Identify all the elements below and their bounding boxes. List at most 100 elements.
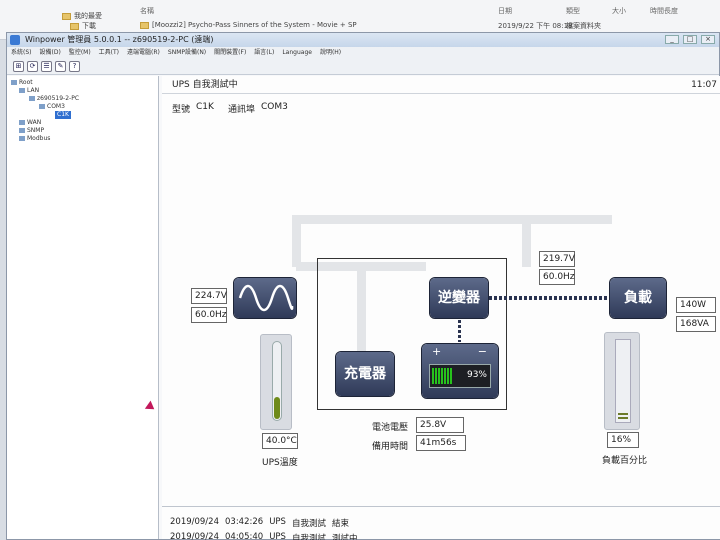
inverter-label: 逆變器 bbox=[438, 290, 480, 306]
maximize-button[interactable]: □ bbox=[683, 35, 697, 44]
battery-voltage-value: 25.8V bbox=[416, 417, 464, 433]
title-bar[interactable]: Winpower 管理員 5.0.0.1 -- z690519-2-PC (遠端… bbox=[7, 33, 719, 47]
col-header-size[interactable]: 大小 bbox=[612, 7, 626, 15]
window-title: Winpower 管理員 5.0.0.1 -- z690519-2-PC (遠端… bbox=[25, 35, 214, 44]
ups-status-pane: UPS 自我測試中 11:07 型號 C1K 通訊埠 COM3 224.7V 6… bbox=[162, 76, 720, 540]
battery-percent: 93% bbox=[466, 370, 487, 380]
output-voltage: 219.7V bbox=[539, 251, 575, 267]
battery-voltage-label: 電池電壓 bbox=[372, 423, 409, 433]
star-icon bbox=[62, 12, 71, 20]
tree-item-snmp[interactable]: SNMP bbox=[19, 127, 44, 135]
thermometer-tube bbox=[272, 341, 282, 421]
col-header-duration[interactable]: 時間長度 bbox=[650, 7, 678, 15]
tree-item-lan[interactable]: LAN bbox=[19, 87, 39, 95]
load-va: 168VA bbox=[676, 316, 716, 332]
network-icon bbox=[19, 136, 25, 141]
bypass-line-left bbox=[292, 215, 301, 267]
battery-bar-segment bbox=[450, 368, 452, 384]
load-watts: 140W bbox=[676, 297, 716, 313]
load-gauge-fill bbox=[618, 413, 628, 421]
col-header-name[interactable]: 名稱 bbox=[140, 7, 154, 15]
tree-item-ups[interactable]: C1K bbox=[55, 111, 71, 119]
temperature-gauge bbox=[260, 334, 292, 430]
menu-language-zh[interactable]: 語言(L) bbox=[254, 49, 275, 56]
device-tree: Root LAN z690519-2-PC COM3 C1K WAN SNMP … bbox=[7, 76, 159, 539]
help-icon[interactable]: ? bbox=[69, 61, 80, 72]
battery-plus-terminal: + bbox=[432, 345, 442, 358]
tree-item-wan[interactable]: WAN bbox=[19, 119, 41, 127]
battery-bar-segment bbox=[447, 368, 449, 384]
input-voltage: 224.7V bbox=[191, 288, 227, 304]
menu-device[interactable]: 設備(D) bbox=[39, 49, 61, 56]
battery-level-bars bbox=[432, 368, 452, 384]
battery-bar-segment bbox=[432, 368, 434, 384]
input-frequency: 60.0Hz bbox=[191, 307, 227, 323]
thermometer-fill bbox=[274, 397, 280, 419]
network-icon bbox=[19, 120, 25, 125]
charger-label: 充電器 bbox=[344, 366, 386, 382]
pane-time: 11:07 bbox=[691, 80, 717, 90]
load-label: 負載 bbox=[624, 290, 652, 306]
load-block[interactable]: 負載 bbox=[610, 278, 666, 318]
model-value: C1K bbox=[196, 102, 214, 112]
col-header-type[interactable]: 類型 bbox=[566, 7, 580, 15]
battery-gauge: 93% bbox=[429, 364, 491, 388]
backup-time-value: 41m56s bbox=[416, 435, 466, 451]
network-icon bbox=[19, 128, 25, 133]
menu-monitor[interactable]: 監控(M) bbox=[68, 49, 91, 56]
explorer-nav-downloads[interactable]: 下載 [Moozzi2] Psycho-Pass Sinners of the … bbox=[0, 20, 720, 32]
battery-minus-terminal: − bbox=[477, 345, 487, 358]
mouse-cursor-icon bbox=[144, 400, 158, 414]
menu-language[interactable]: Language bbox=[282, 49, 312, 56]
model-label: 型號 bbox=[172, 105, 191, 115]
battery-bar-segment bbox=[438, 368, 440, 384]
menu-shutdown[interactable]: 關閉裝置(F) bbox=[214, 49, 247, 56]
minimize-button[interactable]: _ bbox=[665, 35, 679, 44]
model-info: 型號 C1K 通訊埠 COM3 bbox=[172, 102, 288, 115]
menu-snmp[interactable]: SNMP設備(N) bbox=[167, 49, 207, 56]
toolbar: ⊞ ⟳ ☰ ✎ ? bbox=[7, 59, 719, 75]
charger-block[interactable]: 充電器 bbox=[336, 352, 394, 396]
pane-title: UPS 自我測試中 bbox=[162, 76, 720, 94]
menu-bar: 系統(S) 設備(D) 監控(M) 工具(T) 遠端電腦(R) SNMP設備(N… bbox=[7, 47, 719, 59]
tree-item-modbus[interactable]: Modbus bbox=[19, 135, 50, 143]
app-icon bbox=[10, 35, 20, 45]
tree-item-com3[interactable]: COM3 bbox=[39, 103, 65, 111]
tree-item-pc[interactable]: z690519-2-PC bbox=[29, 95, 79, 103]
ac-input-block[interactable] bbox=[234, 278, 296, 318]
menu-system[interactable]: 系統(S) bbox=[11, 49, 32, 56]
port-label: 通訊埠 bbox=[227, 105, 255, 115]
ups-internal-box bbox=[317, 258, 507, 410]
edit-icon[interactable]: ✎ bbox=[55, 61, 66, 72]
battery-block[interactable]: + − 93% bbox=[422, 344, 498, 398]
battery-bar-segment bbox=[441, 368, 443, 384]
menu-help[interactable]: 說明(H) bbox=[319, 49, 342, 56]
device-list-icon[interactable]: ⊞ bbox=[13, 61, 24, 72]
explorer-nav-favorites[interactable]: 我的最愛 bbox=[0, 10, 720, 22]
users-icon[interactable]: ☰ bbox=[41, 61, 52, 72]
load-gauge-tube bbox=[615, 339, 631, 423]
battery-bar-segment bbox=[435, 368, 437, 384]
output-frequency: 60.0Hz bbox=[539, 269, 575, 285]
charger-feed-line bbox=[357, 262, 366, 354]
refresh-icon[interactable]: ⟳ bbox=[27, 61, 38, 72]
network-icon bbox=[19, 88, 25, 93]
inverter-block[interactable]: 逆變器 bbox=[430, 278, 488, 318]
output-path-dotted bbox=[489, 296, 609, 300]
close-button[interactable]: × bbox=[701, 35, 715, 44]
sine-wave-icon bbox=[238, 284, 294, 312]
port-value: COM3 bbox=[260, 102, 288, 112]
battery-bar-segment bbox=[444, 368, 446, 384]
temperature-label: UPS溫度 bbox=[262, 458, 298, 468]
temperature-value: 40.0°C bbox=[262, 433, 298, 449]
port-icon bbox=[39, 104, 45, 109]
bypass-line bbox=[292, 215, 612, 224]
col-header-date[interactable]: 日期 bbox=[498, 7, 512, 15]
folder-icon bbox=[140, 21, 149, 29]
menu-remote[interactable]: 遠端電腦(R) bbox=[127, 49, 160, 56]
tree-item-root[interactable]: Root bbox=[11, 79, 33, 87]
menu-tools[interactable]: 工具(T) bbox=[98, 49, 120, 56]
